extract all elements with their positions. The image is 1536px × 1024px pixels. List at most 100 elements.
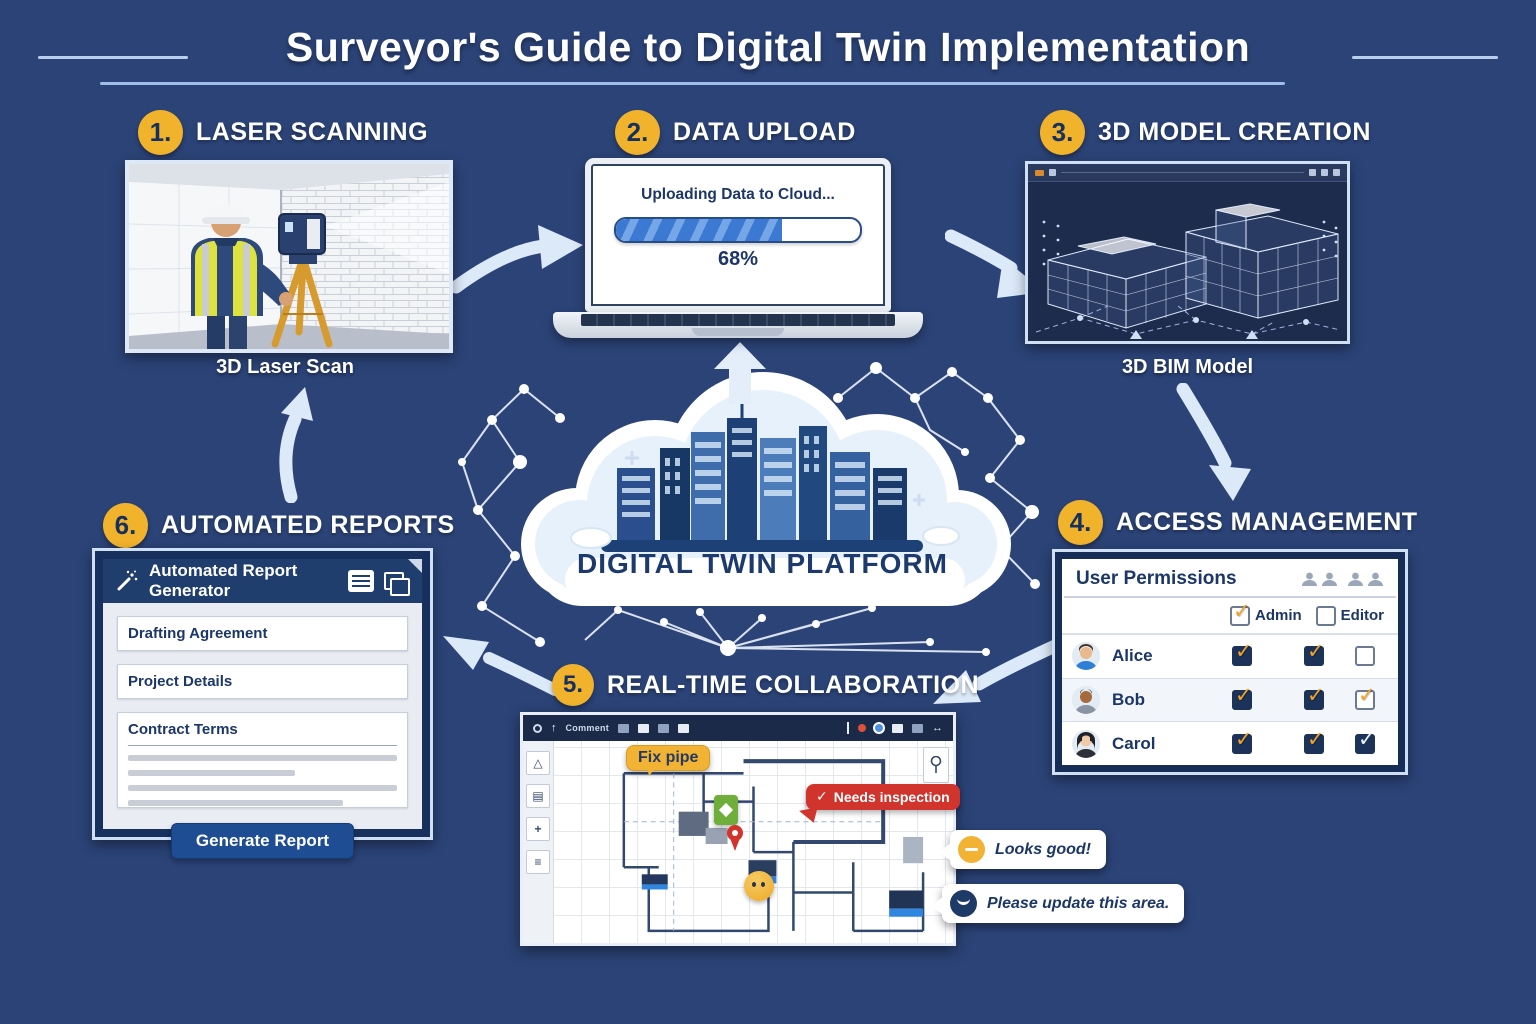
user-permissions-panel: User Permissions Admin Editor Al bbox=[1052, 549, 1408, 775]
cone-tool-icon[interactable]: △ bbox=[526, 751, 550, 775]
arrow-step1-to-step2 bbox=[450, 225, 583, 294]
digital-twin-platform-cloud: DIGITAL TWIN PLATFORM bbox=[505, 372, 1020, 630]
title-underline bbox=[100, 82, 1285, 85]
title-side-line-right bbox=[1352, 56, 1498, 59]
permission-checkbox[interactable] bbox=[1304, 683, 1325, 710]
step5-number-badge: 5. bbox=[552, 664, 594, 706]
list-tool-icon[interactable]: ≡ bbox=[526, 850, 550, 874]
city-skyline bbox=[601, 400, 923, 552]
table-row: Carol bbox=[1062, 721, 1398, 765]
bim-menu-icon[interactable] bbox=[1035, 169, 1044, 176]
permission-checkbox[interactable] bbox=[1355, 646, 1375, 667]
field-rule bbox=[128, 745, 397, 746]
step1-header: 1. LASER SCANNING bbox=[138, 110, 428, 155]
permissions-column-header: Admin Editor bbox=[1062, 598, 1398, 634]
permission-checkbox[interactable] bbox=[1232, 683, 1253, 710]
step6-number-badge: 6. bbox=[103, 503, 148, 548]
permission-checkbox[interactable] bbox=[1304, 727, 1325, 754]
placeholder-text-bar bbox=[128, 785, 397, 791]
folded-corner bbox=[408, 559, 422, 573]
admin-column-checkbox[interactable] bbox=[1230, 599, 1251, 626]
document-icon[interactable] bbox=[348, 570, 374, 592]
rect-tool-icon[interactable] bbox=[638, 723, 650, 733]
wireframe-building bbox=[1035, 203, 1341, 339]
title-side-line-left bbox=[38, 56, 188, 59]
upload-progress-fill bbox=[616, 219, 782, 241]
laser-scan-illustration bbox=[125, 160, 453, 353]
image-tool-icon[interactable] bbox=[658, 723, 670, 733]
platform-label: DIGITAL TWIN PLATFORM bbox=[577, 548, 948, 579]
target-icon[interactable] bbox=[533, 723, 542, 733]
report-header: Automated Report Generator bbox=[103, 559, 422, 603]
admin-column-label: Admin bbox=[1255, 607, 1302, 624]
avatar bbox=[1072, 642, 1100, 671]
generate-report-button[interactable]: Generate Report bbox=[170, 823, 355, 859]
arrow-step6-to-step1 bbox=[279, 387, 313, 503]
placeholder-text-bar bbox=[128, 770, 295, 776]
check-icon: ✓ bbox=[816, 788, 828, 804]
upload-progress-bar bbox=[614, 217, 862, 243]
laptop-base bbox=[553, 312, 923, 338]
report-field-drafting-agreement[interactable]: Drafting Agreement bbox=[117, 616, 408, 651]
users-icon bbox=[1301, 572, 1384, 586]
location-pin bbox=[727, 825, 743, 851]
bim-settings-icon[interactable] bbox=[1333, 169, 1340, 176]
permission-checkbox[interactable] bbox=[1355, 727, 1376, 754]
map-pin-icon bbox=[930, 756, 942, 773]
step5-header: 5. REAL-TIME COLLABORATION bbox=[552, 664, 979, 706]
arrow-step5-to-step6 bbox=[443, 636, 561, 696]
permissions-divider bbox=[1064, 596, 1396, 598]
permission-checkbox[interactable] bbox=[1232, 727, 1253, 754]
upload-arrow-icon[interactable]: ↑ bbox=[551, 721, 557, 734]
collab-tool-sidebar: △ ▤ + ≡ bbox=[523, 741, 554, 943]
permission-checkbox[interactable] bbox=[1355, 683, 1376, 710]
stop-icon[interactable] bbox=[912, 723, 923, 733]
step3-number-badge: 3. bbox=[1040, 110, 1085, 155]
copy-icon[interactable] bbox=[384, 572, 410, 596]
record-icon[interactable] bbox=[858, 724, 866, 732]
pin-hint-box[interactable] bbox=[923, 747, 949, 783]
grid-tool-icon[interactable] bbox=[678, 723, 690, 733]
green-marker bbox=[714, 795, 738, 825]
table-row: Bob bbox=[1062, 677, 1398, 722]
bim-model-window bbox=[1025, 161, 1350, 344]
permission-checkbox[interactable] bbox=[1304, 639, 1325, 667]
commenter-avatar-navy bbox=[950, 890, 977, 917]
avatar bbox=[1072, 686, 1100, 714]
bim-toolbar[interactable] bbox=[1028, 164, 1347, 182]
monitor-icon[interactable] bbox=[892, 723, 903, 733]
permissions-title: User Permissions bbox=[1076, 568, 1237, 589]
step3-title: 3D MODEL CREATION bbox=[1098, 118, 1371, 146]
arrow-cloud-to-laptop bbox=[714, 342, 766, 404]
collab-toolbar[interactable]: ↑ Comment ↔ bbox=[523, 715, 953, 741]
report-field-project-details[interactable]: Project Details bbox=[117, 664, 408, 699]
step1-caption: 3D Laser Scan bbox=[216, 356, 354, 378]
comment-text: Looks good! bbox=[995, 840, 1091, 858]
fix-pipe-callout: Fix pipe bbox=[626, 745, 711, 771]
bim-view-icon[interactable] bbox=[1309, 169, 1316, 176]
bim-toolbar-divider bbox=[1061, 172, 1304, 173]
user-name: Alice bbox=[1112, 646, 1153, 666]
editor-column-label: Editor bbox=[1340, 607, 1385, 624]
comment-text: Please update this area. bbox=[987, 894, 1170, 912]
comment-bubble-2: Please update this area. bbox=[930, 884, 1185, 923]
permission-checkbox[interactable] bbox=[1232, 639, 1253, 667]
step6-title: AUTOMATED REPORTS bbox=[161, 511, 455, 539]
bim-layers-icon[interactable] bbox=[1321, 169, 1328, 176]
floorplan-canvas[interactable]: Fix pipe ✓ Needs inspection bbox=[554, 741, 960, 943]
report-field-contract-terms[interactable]: Contract Terms bbox=[117, 712, 408, 808]
editor-column-checkbox[interactable] bbox=[1315, 605, 1336, 626]
report-generator-title: Automated Report Generator bbox=[149, 561, 298, 600]
notebook-tool-icon[interactable]: ▤ bbox=[526, 784, 550, 808]
step6-header: 6. AUTOMATED REPORTS bbox=[103, 503, 455, 548]
floorplan-drawing bbox=[622, 759, 925, 933]
share-icon[interactable] bbox=[618, 723, 630, 733]
step3-header: 3. 3D MODEL CREATION bbox=[1040, 110, 1371, 155]
sync-arrows-icon[interactable]: ↔ bbox=[932, 721, 943, 734]
move-tool-icon[interactable]: + bbox=[526, 817, 550, 841]
cloud-illustration bbox=[521, 372, 1011, 606]
bim-tool-icon[interactable] bbox=[1049, 169, 1056, 176]
presence-icon[interactable] bbox=[875, 724, 883, 732]
upload-laptop: Uploading Data to Cloud... 68% bbox=[553, 158, 923, 338]
